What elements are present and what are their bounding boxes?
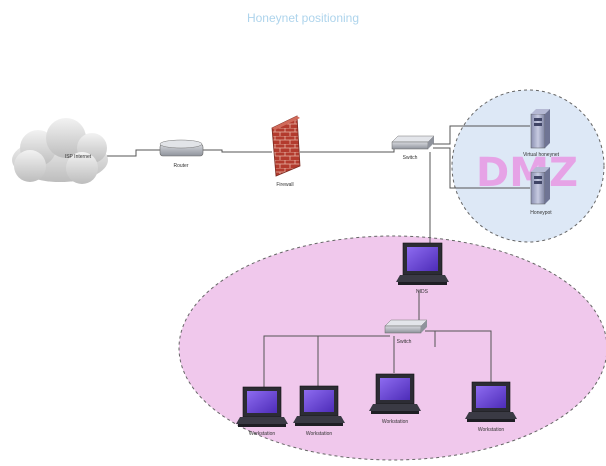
nids-node: NIDS — [396, 242, 449, 295]
virtual-honeynet-node: Virtual honeynet — [523, 109, 560, 158]
cloud-icon — [12, 118, 108, 184]
workstation-label: Workstation — [382, 419, 409, 425]
brick-wall-icon — [271, 115, 301, 177]
switch-icon — [384, 319, 428, 334]
honeypot-label: Honeypot — [530, 210, 552, 216]
firewall-node: Firewall — [271, 115, 301, 188]
link-internet-router — [107, 149, 160, 157]
internet-node: ISP Internet — [12, 118, 108, 184]
virtual-honeynet-label: Virtual honeynet — [523, 152, 560, 158]
workstation-node: Workstation — [293, 385, 345, 437]
switch-bottom-label: Switch — [397, 339, 412, 345]
link-switch-honeypot — [433, 147, 530, 189]
workstation-node: Workstation — [369, 373, 421, 425]
link-firewall-switch — [300, 147, 395, 153]
workstation-label: Workstation — [249, 431, 276, 437]
firewall-label: Firewall — [276, 182, 293, 188]
nids-label: NIDS — [416, 289, 429, 295]
monitor-icon — [369, 373, 421, 414]
monitor-icon — [236, 386, 288, 427]
link-switch-right — [425, 330, 492, 382]
switch-bottom-node: Switch — [384, 319, 428, 345]
workstation-label: Workstation — [306, 431, 333, 437]
router-icon — [159, 139, 204, 157]
link-router-firewall — [203, 149, 272, 153]
internet-label: ISP Internet — [65, 154, 92, 160]
switch-icon — [391, 135, 435, 150]
server-tower-icon — [530, 167, 550, 205]
diagram-title: Honeynet positioning — [247, 11, 359, 25]
honeypot-node: Honeypot — [530, 167, 552, 216]
switch-top-label: Switch — [403, 155, 418, 161]
link-bus-workstations — [263, 335, 390, 387]
workstation-label: Workstation — [478, 427, 505, 433]
dmz-zone — [451, 89, 605, 243]
monitor-icon — [293, 385, 345, 426]
monitor-icon — [465, 381, 517, 422]
workstation-node: Workstation — [236, 386, 288, 437]
link-switch-virtual-honeynet — [433, 125, 530, 145]
server-tower-icon — [530, 109, 550, 149]
switch-top-node: Switch — [391, 135, 435, 161]
router-label: Router — [173, 163, 188, 169]
monitor-icon — [396, 242, 449, 285]
workstation-node: Workstation — [465, 381, 517, 433]
router-node: Router — [159, 139, 204, 169]
